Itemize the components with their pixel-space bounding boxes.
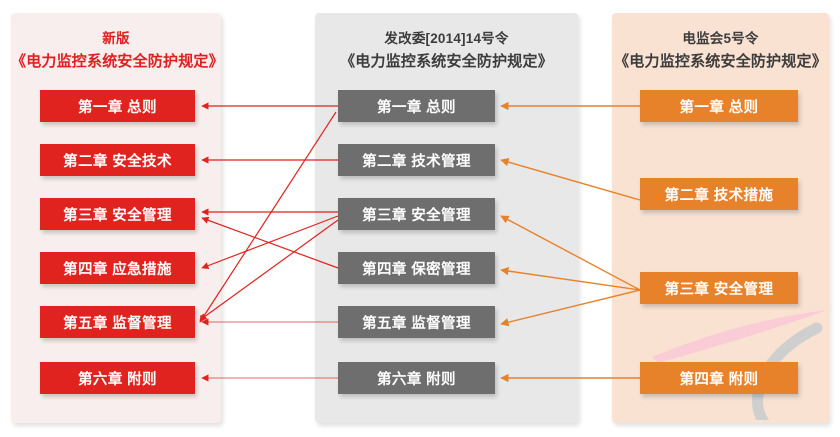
link-r3-m4 xyxy=(500,266,641,291)
chapter-box-left-1[interactable]: 第一章 总则 xyxy=(40,90,195,122)
chapter-box-right-3[interactable]: 第三章 安全管理 xyxy=(640,272,798,304)
chapter-box-right-4[interactable]: 第四章 附则 xyxy=(640,362,798,394)
chapter-box-left-3[interactable]: 第三章 安全管理 xyxy=(40,198,195,230)
chapter-box-left-2[interactable]: 第二章 安全技术 xyxy=(40,144,195,176)
chapter-box-mid-6[interactable]: 第六章 附则 xyxy=(338,362,495,394)
link-r3-m3 xyxy=(500,215,641,291)
links-right-to-mid xyxy=(500,101,641,383)
panel-title-line2: 《电力监控系统安全防护规定》 xyxy=(11,52,224,70)
panel-title-ndrc: 发改委[2014]14号令 《电力监控系统安全防护规定》 xyxy=(315,29,578,73)
chapter-box-left-6[interactable]: 第六章 附则 xyxy=(40,362,195,394)
panel-title-line1: 发改委[2014]14号令 xyxy=(384,31,509,46)
panel-title-new-version: 新版 《电力监控系统安全防护规定》 xyxy=(11,29,224,73)
panel-title-line1: 新版 xyxy=(102,31,130,46)
link-r2-m2 xyxy=(500,158,641,201)
chapter-box-mid-4[interactable]: 第四章 保密管理 xyxy=(338,252,495,284)
panel-title-line2: 《电力监控系统安全防护规定》 xyxy=(340,52,553,70)
chapter-box-mid-2[interactable]: 第二章 技术管理 xyxy=(338,144,495,176)
link-r3-m5 xyxy=(500,289,641,327)
panel-title-line1: 电监会5号令 xyxy=(682,31,759,46)
link-m1-l5 xyxy=(199,111,337,323)
link-m3-l4 xyxy=(201,215,339,270)
link-m4-l3 xyxy=(201,216,339,269)
chapter-box-left-4[interactable]: 第四章 应急措施 xyxy=(40,252,195,284)
chapter-box-left-5[interactable]: 第五章 监督管理 xyxy=(40,306,195,338)
chapter-box-right-1[interactable]: 第一章 总则 xyxy=(640,90,798,122)
chapter-box-right-2[interactable]: 第二章 技术措施 xyxy=(640,178,798,210)
chapter-box-mid-3[interactable]: 第三章 安全管理 xyxy=(338,198,495,230)
chapter-box-mid-1[interactable]: 第一章 总则 xyxy=(338,90,495,122)
links-mid-to-left xyxy=(199,102,339,382)
panel-title-serc: 电监会5号令 《电力监控系统安全防护规定》 xyxy=(612,29,829,73)
chapter-box-mid-5[interactable]: 第五章 监督管理 xyxy=(338,306,495,338)
panel-title-line2: 《电力监控系统安全防护规定》 xyxy=(614,52,827,70)
link-m3-l5 xyxy=(199,219,339,321)
